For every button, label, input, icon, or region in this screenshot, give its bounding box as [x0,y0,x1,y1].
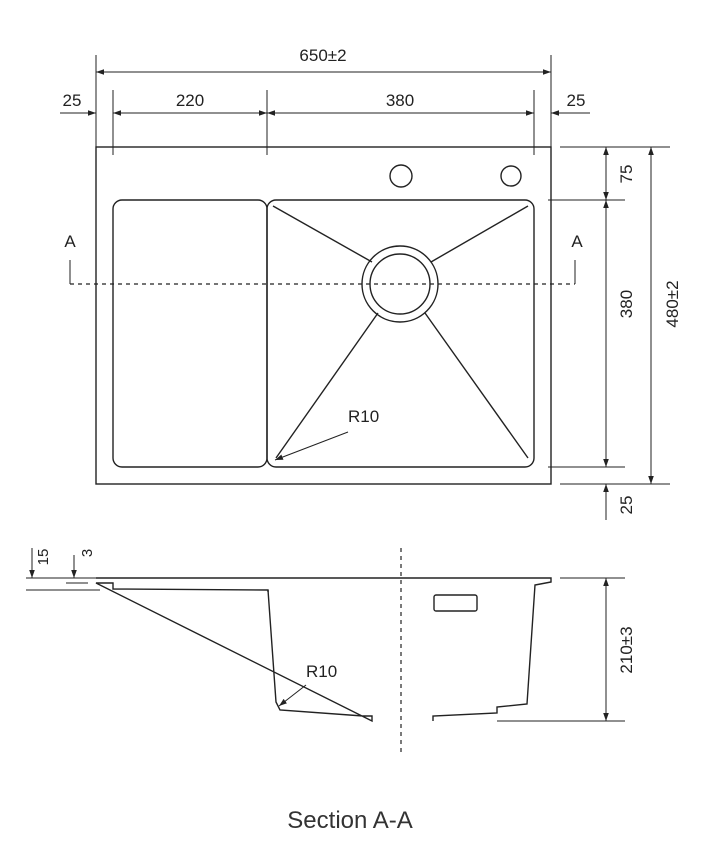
dim-width-breakdown: 25 220 380 25 [60,90,590,155]
bowl-width-label: 380 [386,91,414,110]
bottom-margin-label: 25 [617,496,636,515]
overall-depth-label: 480±2 [663,280,682,327]
accessory-hole [500,165,522,187]
dim-bowl-depth: 210±3 [497,577,636,722]
sink-outline [95,146,552,485]
section-profile [95,577,552,723]
top-offset-label: 75 [617,165,636,184]
bowl-outline [266,199,535,468]
dim-overall-width: 650±2 [95,46,552,147]
dim-vertical: 75 380 25 480±2 [548,146,682,520]
left-margin-label: 25 [63,91,82,110]
bowl-slope-lines [272,205,529,459]
drainboard-area [112,199,268,468]
right-margin-label: 25 [567,91,586,110]
dim-thickness: 15 3 [26,548,100,591]
section-view: R10 15 3 210±3 [26,548,636,752]
drainboard-width-label: 220 [176,91,204,110]
plan-view: A A R10 650±2 25 220 380 2 [60,46,682,520]
overall-width-label: 650±2 [299,46,346,65]
flange-thickness-label: 15 [35,549,52,566]
faucet-hole [389,164,413,188]
section-caption: Section A-A [287,807,412,834]
overflow-slot [433,594,478,612]
bowl-radius-label: R10 [348,407,379,426]
section-mark-left: A [64,232,76,251]
bowl-radius-leader [274,431,349,461]
section-radius-label: R10 [306,662,337,681]
section-radius-leader [278,684,307,707]
bowl-depth-label: 210±3 [617,626,636,673]
sheet-thickness-label: 3 [79,549,96,557]
bowl-depth-plan-label: 380 [617,290,636,318]
section-mark-right: A [571,232,583,251]
